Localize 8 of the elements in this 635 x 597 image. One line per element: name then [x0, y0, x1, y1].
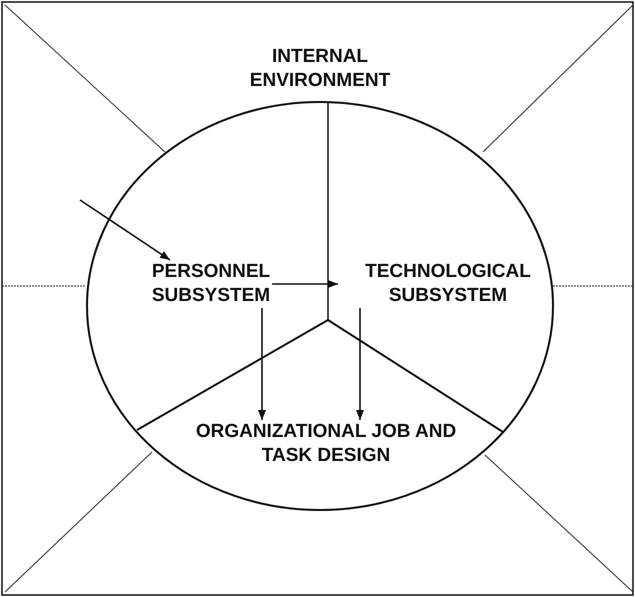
sector-label: PERSONNEL SUBSYSTEM — [150, 260, 272, 308]
arrow — [258, 308, 266, 420]
arrow — [356, 308, 364, 420]
arrow — [272, 280, 338, 288]
sector-label: TECHNOLOGICAL SUBSYSTEM — [338, 260, 558, 308]
arrow — [80, 199, 170, 261]
sector-label: ORGANIZATIONAL JOB AND TASK DESIGN — [195, 420, 457, 468]
circle-heading: INTERNAL ENVIRONMENT — [248, 45, 392, 93]
